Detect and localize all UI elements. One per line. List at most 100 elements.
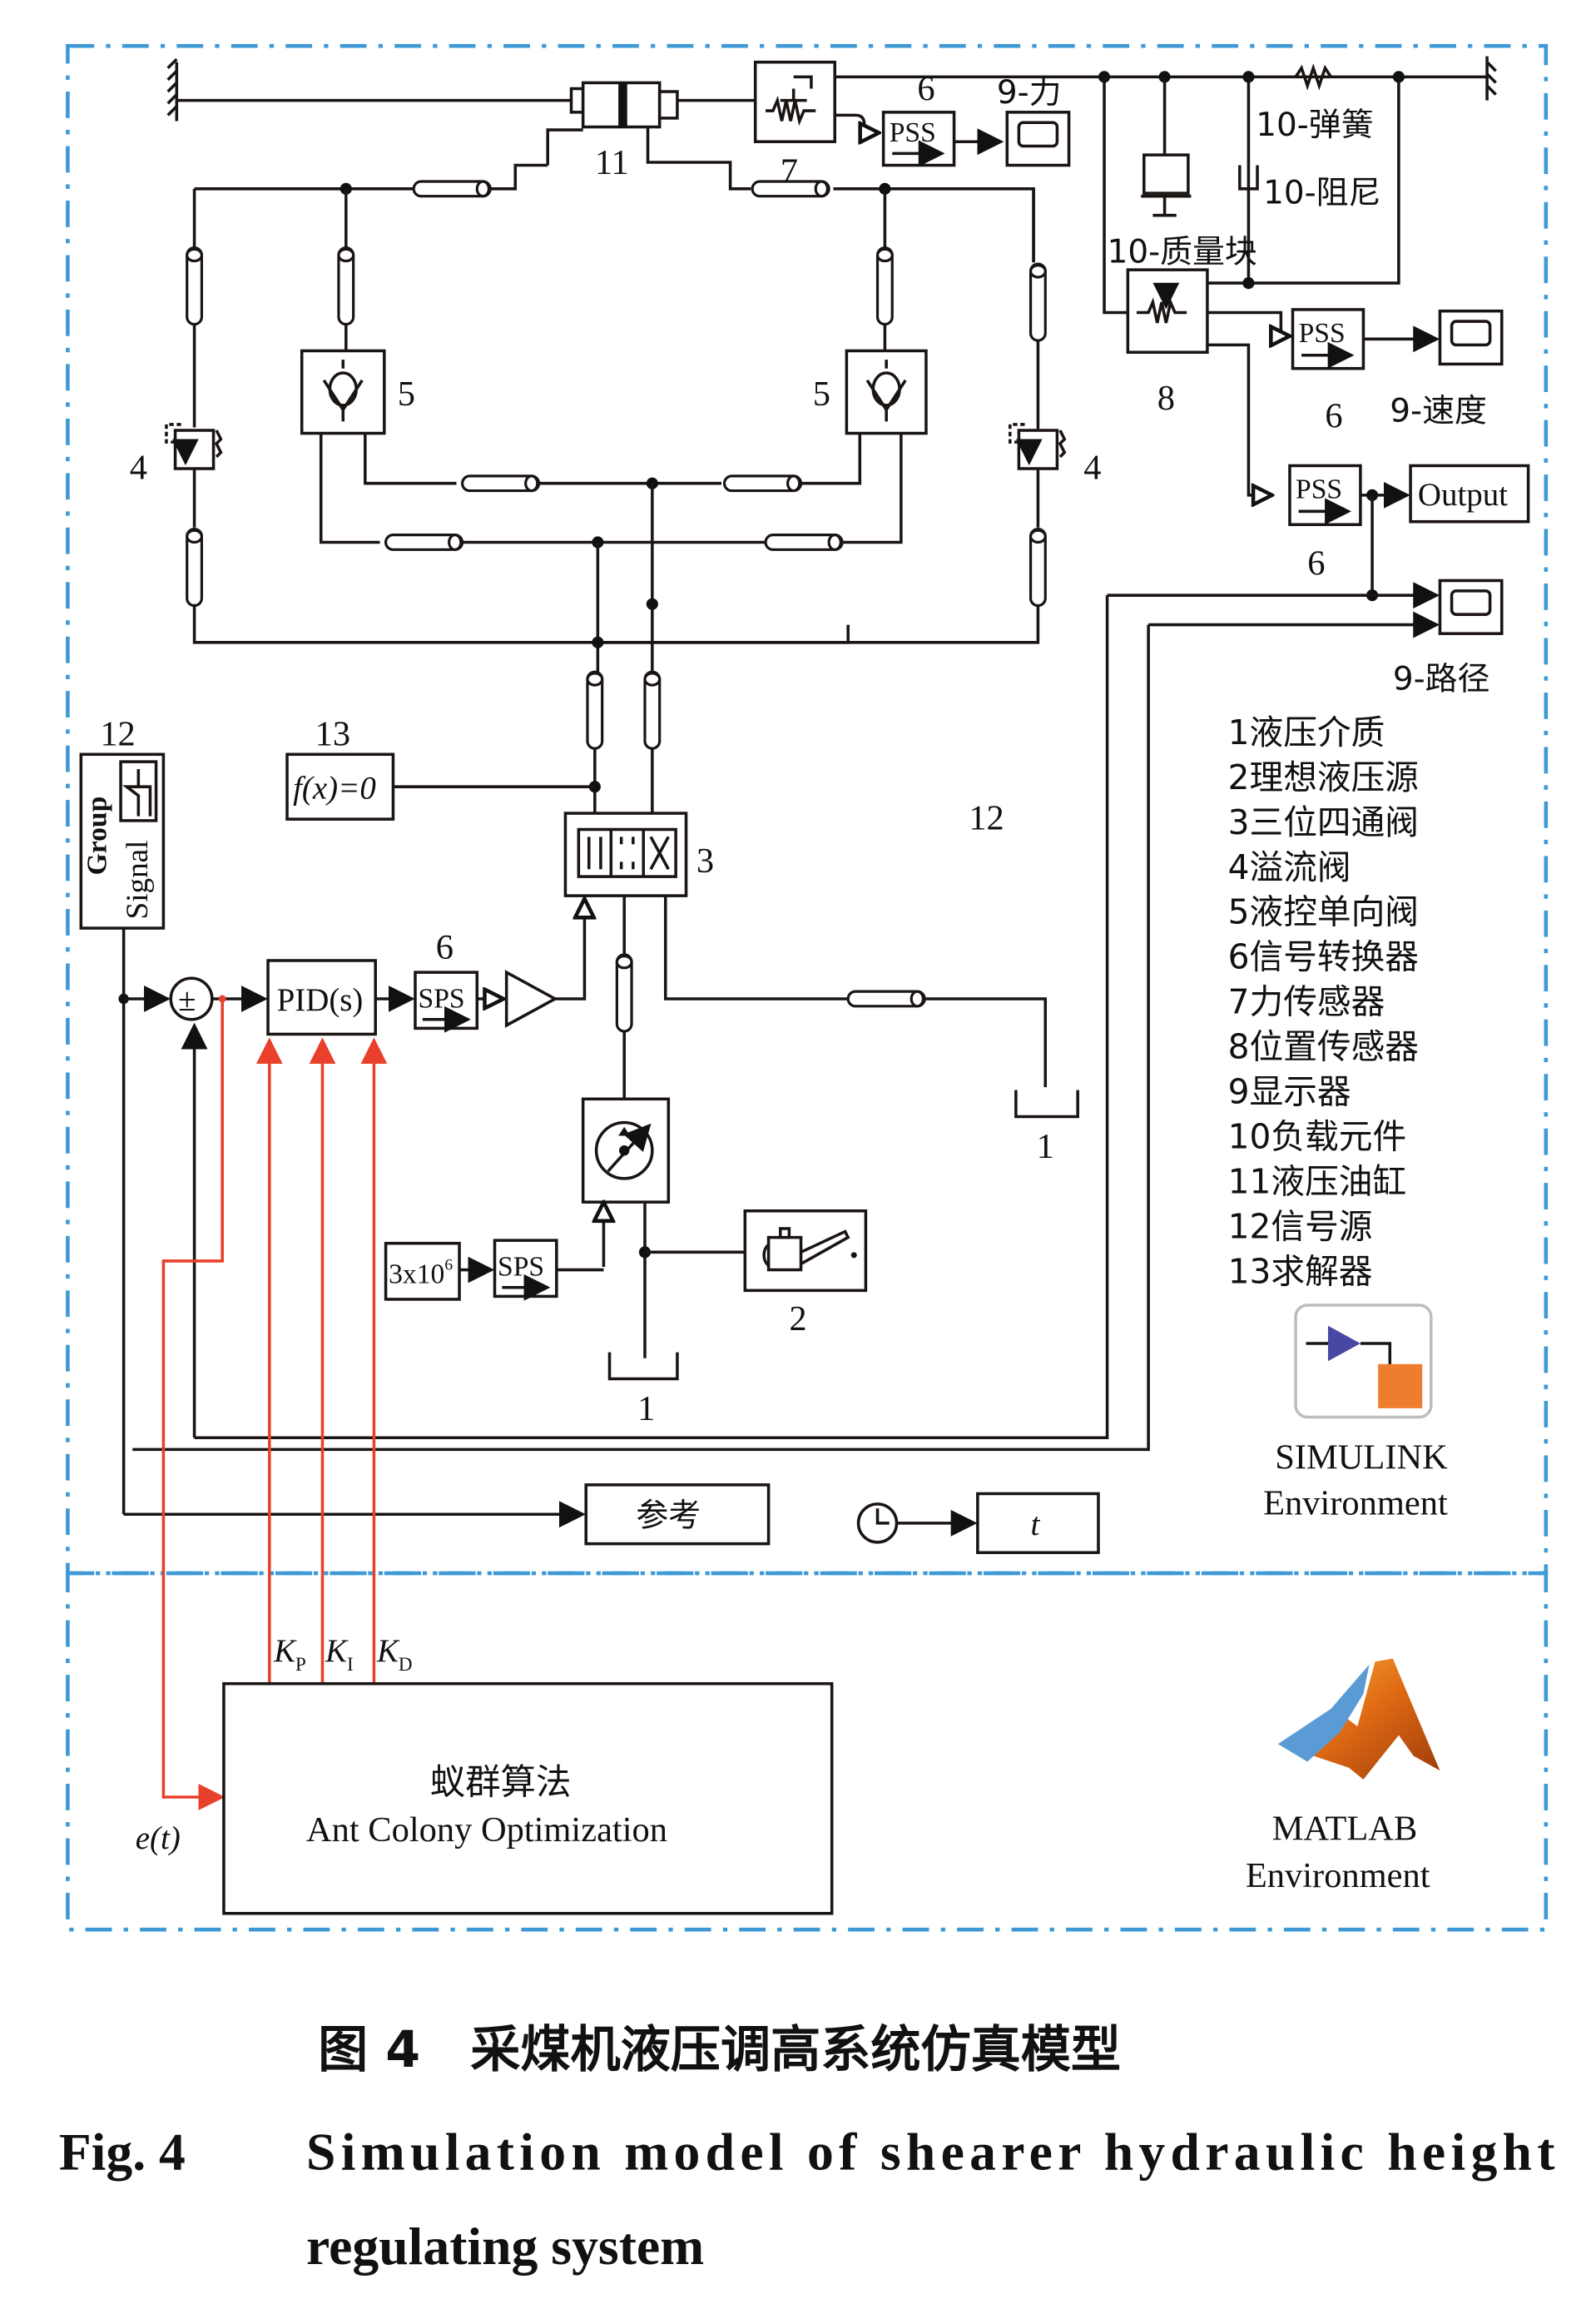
force-sensor-number: 7 [781, 152, 798, 191]
clock-icon[interactable] [856, 1502, 899, 1544]
sps-converter-control[interactable]: SPS [414, 971, 479, 1033]
legend-item: 3三位四通阀 [1228, 802, 1419, 842]
reference-display[interactable]: 参考 [584, 1483, 771, 1546]
caption-english-line1: Simulation model of shearer hydraulic he… [306, 2123, 1554, 2182]
spring-load[interactable] [1294, 63, 1332, 91]
pss-converter-force[interactable]: PSS [881, 111, 956, 167]
directional-valve[interactable] [563, 812, 688, 897]
constant-block[interactable]: 3x106 [384, 1241, 461, 1301]
mechanical-ground-left [166, 57, 179, 122]
simulink-region-number: 12 [969, 799, 1004, 838]
svg-text:PSS: PSS [1296, 474, 1342, 504]
pss-speed-number: 6 [1325, 396, 1342, 435]
check-valve-right[interactable] [845, 349, 928, 435]
pss-converter-path[interactable]: PSS [1288, 464, 1362, 527]
matlab-logo [1277, 1658, 1440, 1780]
solver-block[interactable]: f(x)=0 [285, 752, 395, 821]
legend-item: 10负载元件 [1228, 1117, 1407, 1157]
mass-block[interactable] [1141, 77, 1192, 217]
pss-path-number: 6 [1307, 544, 1325, 583]
legend-item: 9显示器 [1228, 1072, 1351, 1112]
pss-converter-speed[interactable]: PSS [1291, 308, 1366, 370]
legend-item: 1液压介质 [1228, 713, 1385, 752]
position-sensor[interactable] [1126, 268, 1209, 354]
svg-text:±: ± [178, 982, 196, 1018]
relief-valve-left[interactable] [165, 423, 223, 470]
check-valve-left[interactable] [300, 349, 386, 435]
svg-text:蚁群算法: 蚁群算法 [430, 1762, 572, 1803]
legend-item: 8位置传感器 [1228, 1027, 1419, 1067]
ant-colony-optimization-block[interactable]: 蚁群算法 Ant Colony Optimization [222, 1681, 834, 1915]
matlab-subtitle: Environment [1246, 1856, 1430, 1895]
relief-valve-left-number: 4 [130, 448, 147, 487]
tank-right [1014, 1090, 1079, 1119]
legend-item: 13求解器 [1228, 1251, 1373, 1291]
svg-text:Signal: Signal [121, 841, 155, 920]
scope-path[interactable] [1438, 578, 1504, 635]
mass-label: 10-质量块 [1108, 233, 1257, 271]
gain-ki-label: KI [325, 1633, 354, 1675]
legend-item: 7力传感器 [1228, 982, 1385, 1022]
variable-pump[interactable] [581, 1097, 671, 1204]
scope-speed[interactable] [1438, 309, 1504, 366]
damper-load[interactable] [1238, 77, 1259, 284]
hydraulic-cylinder[interactable] [569, 81, 679, 129]
signal-source-block[interactable]: Group Signal [79, 752, 166, 930]
position-sensor-number: 8 [1157, 379, 1175, 418]
svg-text:PID(s): PID(s) [277, 982, 364, 1018]
time-display[interactable]: t [976, 1492, 1100, 1555]
scope-path-label: 9-路径 [1393, 660, 1490, 698]
output-port[interactable]: Output [1409, 464, 1530, 524]
relief-valve-right[interactable] [1009, 423, 1067, 470]
relief-valve-right-number: 4 [1083, 448, 1101, 487]
hydraulic-source-number: 2 [789, 1299, 806, 1338]
tank-right-number: 1 [1037, 1127, 1054, 1166]
svg-text:Ant Colony Optimization: Ant Colony Optimization [306, 1810, 667, 1850]
simulink-environment-boundary [66, 43, 1549, 1576]
sum-block[interactable]: ± [169, 976, 214, 1021]
sps-control-number: 6 [436, 928, 454, 967]
tank-bottom [607, 1352, 679, 1381]
solver-number: 13 [315, 715, 350, 754]
simulink-title: SIMULINK [1275, 1438, 1448, 1477]
signal-source-number: 12 [100, 715, 135, 754]
check-valve-left-number: 5 [398, 375, 415, 414]
svg-text:f(x)=0: f(x)=0 [293, 770, 376, 806]
scope-force-label: 9-力 [997, 74, 1062, 112]
spring-label: 10-弹簧 [1256, 107, 1373, 144]
svg-text:t: t [1031, 1507, 1041, 1542]
simulink-subtitle: Environment [1263, 1483, 1448, 1522]
damper-label: 10-阻尼 [1263, 175, 1380, 212]
svg-text:Group: Group [82, 797, 112, 876]
pid-controller[interactable]: PID(s) [266, 959, 377, 1036]
svg-text:PSS: PSS [1299, 318, 1346, 349]
cylinder-number: 11 [595, 143, 629, 182]
gain-kd-label: KD [376, 1633, 413, 1675]
svg-text:SPS: SPS [498, 1252, 544, 1283]
scope-force[interactable] [1005, 111, 1071, 167]
svg-text:SPS: SPS [419, 984, 465, 1015]
legend-item: 12信号源 [1228, 1207, 1373, 1247]
svg-text:参考: 参考 [636, 1497, 701, 1534]
caption-chinese: 图 4 采煤机液压调高系统仿真模型 [318, 2021, 1121, 2079]
error-signal-label: e(t) [136, 1820, 181, 1856]
scope-speed-label: 9-速度 [1390, 392, 1487, 430]
directional-valve-number: 3 [696, 842, 714, 881]
legend-item: 11液压油缸 [1228, 1162, 1407, 1202]
svg-text:Output: Output [1418, 477, 1508, 513]
mechanical-ground-right [1485, 56, 1497, 101]
component-legend: 1液压介质2理想液压源3三位四通阀4溢流阀5液控单向阀6信号转换器7力传感器8位… [1228, 713, 1419, 1292]
gain-kp-label: KP [273, 1633, 306, 1675]
force-sensor[interactable] [753, 60, 837, 143]
gain-block[interactable] [504, 970, 558, 1028]
matlab-environment-boundary [66, 1571, 1549, 1932]
svg-text:3x106: 3x106 [389, 1257, 453, 1290]
legend-item: 6信号转换器 [1228, 937, 1419, 977]
matlab-title: MATLAB [1272, 1809, 1418, 1848]
pss-force-number: 6 [917, 70, 934, 109]
sps-converter-pump[interactable]: SPS [493, 1239, 558, 1301]
legend-item: 2理想液压源 [1228, 757, 1419, 797]
caption-english-line2: regulating system [306, 2217, 704, 2276]
ideal-hydraulic-source[interactable] [743, 1209, 868, 1293]
caption-english-label: Fig. 4 [59, 2123, 186, 2182]
